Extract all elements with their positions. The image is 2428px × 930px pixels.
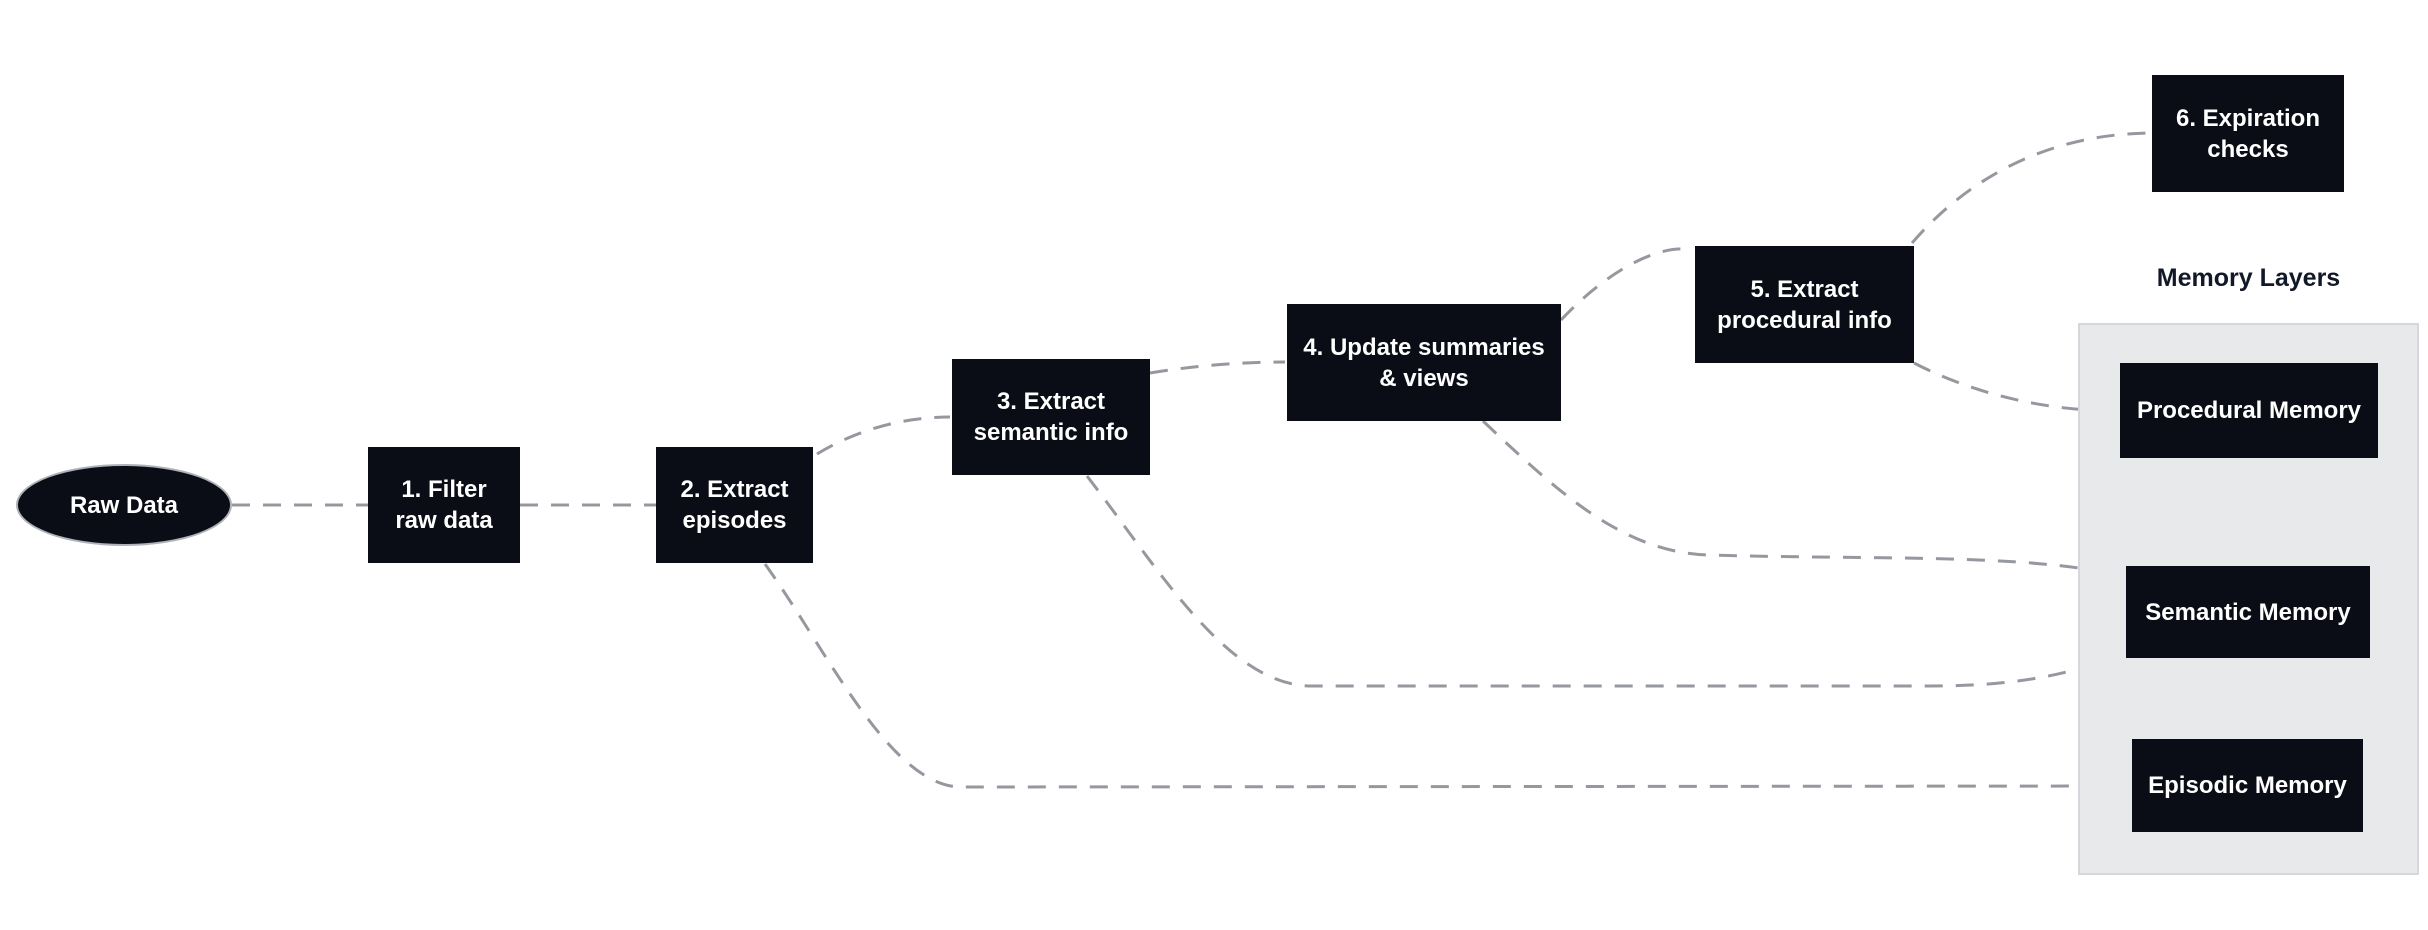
node-step4-update-summaries-views: 4. Update summaries & views xyxy=(1287,304,1561,421)
edge-step3-to-step4 xyxy=(1149,360,1286,375)
node-episodic-memory: Episodic Memory xyxy=(2132,739,2363,832)
node-step3-extract-semantic-info: 3. Extract semantic info xyxy=(952,359,1150,475)
node-semantic-memory: Semantic Memory xyxy=(2126,566,2370,658)
node-procedural-memory: Procedural Memory xyxy=(2120,363,2378,458)
node-step2-extract-episodes: 2. Extract episodes xyxy=(656,447,813,563)
node-step6-expiration-checks: 6. Expiration checks xyxy=(2152,75,2344,192)
node-raw-data: Raw Data xyxy=(16,464,232,546)
edge-step2-to-episodic-memory xyxy=(763,563,2131,789)
edge-step4-to-semantic-memory xyxy=(1481,419,2125,578)
edge-step3-to-semantic-memory xyxy=(1085,475,2125,688)
edge-step2-to-step3 xyxy=(816,415,951,456)
edge-step4-to-step5 xyxy=(1559,247,1694,322)
memory-layers-title: Memory Layers xyxy=(2156,264,2341,292)
edge-step5-to-step6 xyxy=(1910,131,2151,244)
node-step5-extract-procedural-info: 5. Extract procedural info xyxy=(1695,246,1914,363)
node-step1-filter-raw-data: 1. Filter raw data xyxy=(368,447,520,563)
